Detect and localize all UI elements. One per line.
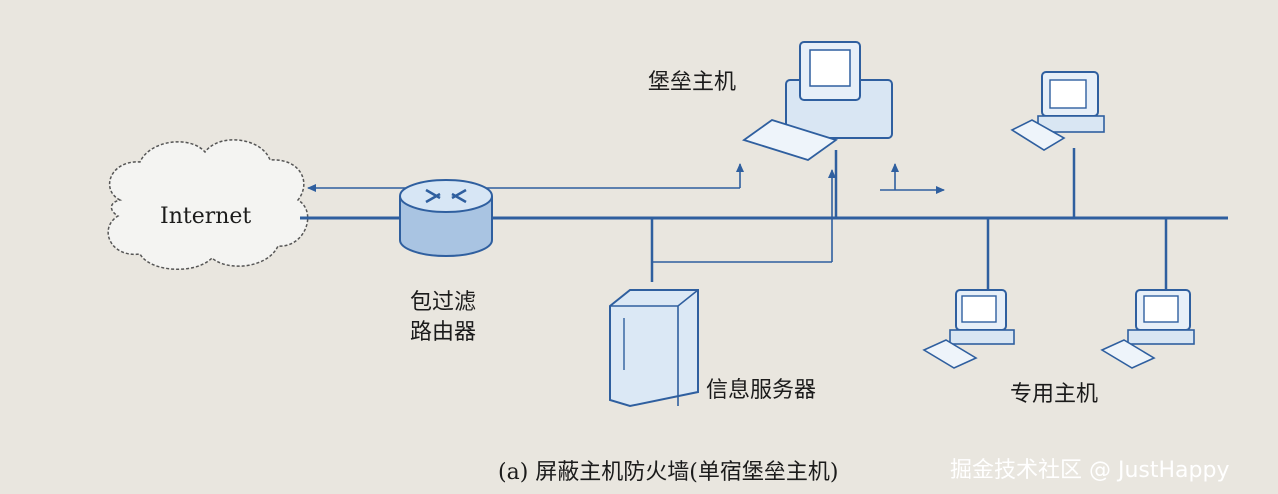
router-label-line1: 包过滤 bbox=[410, 290, 477, 315]
traffic-flow-arrows bbox=[307, 163, 945, 263]
internet-cloud-icon bbox=[107, 139, 309, 270]
workstation-icon bbox=[1010, 71, 1105, 151]
info-server-label: 信息服务器 bbox=[706, 378, 817, 403]
dedicated-host-icon-left bbox=[922, 289, 1015, 369]
bastion-host-label: 堡垒主机 bbox=[648, 70, 737, 95]
router-label-line2: 路由器 bbox=[410, 320, 477, 345]
watermark: 掘金技术社区 @ JustHappy bbox=[950, 458, 1230, 483]
internet-label: Internet bbox=[160, 204, 252, 229]
info-server-icon bbox=[609, 289, 699, 408]
dedicated-host-icon-right bbox=[1100, 289, 1195, 369]
diagram-caption: (a) 屏蔽主机防火墙(单宿堡垒主机) bbox=[498, 460, 839, 485]
packet-filter-router-icon bbox=[399, 179, 493, 257]
bastion-host-icon bbox=[742, 41, 893, 161]
dedicated-host-label: 专用主机 bbox=[1010, 382, 1099, 407]
